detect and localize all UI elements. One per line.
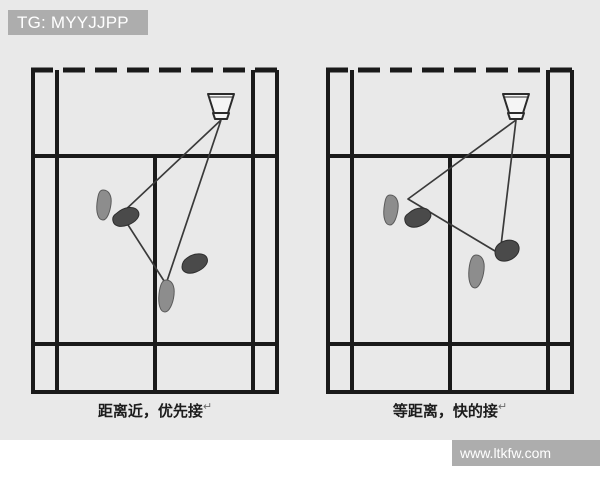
footprint-dark (181, 253, 208, 274)
court-diagram-left: 距离近，优先接↵ (25, 62, 285, 420)
trajectory-lines (120, 119, 222, 285)
shuttlecock-icon (502, 93, 530, 120)
caption-left-text: 距离近，优先接 (97, 402, 203, 420)
player-back-right-footprints (158, 253, 208, 313)
caption-left: 距离近，优先接↵ (25, 400, 285, 421)
player-back-right-footprints (468, 239, 520, 289)
illustration-panel: 距离近，优先接↵ (0, 0, 600, 440)
caption-left-mark: ↵ (202, 400, 213, 413)
footprint-light (383, 194, 399, 226)
player-front-left-footprints (383, 194, 432, 228)
distance-triangle (120, 119, 222, 285)
court-diagram-right: 等距离，快的接↵ (320, 62, 580, 420)
source-badge: TG: MYYJJPP (8, 10, 148, 35)
caption-right-text: 等距离，快的接 (392, 402, 498, 420)
caption-right-mark: ↵ (497, 400, 508, 413)
court-svg-right (320, 62, 580, 402)
footprint-dark (404, 207, 432, 228)
footprint-light (158, 279, 175, 313)
court-svg-left (25, 62, 285, 402)
trajectory-lines (407, 119, 517, 255)
watermark-label: www.ltkfw.com (452, 440, 600, 466)
distance-triangle (407, 119, 517, 255)
caption-right: 等距离，快的接↵ (320, 400, 580, 421)
shuttlecock-icon (207, 93, 235, 120)
footprint-light (468, 254, 485, 289)
footprint-dark (494, 239, 520, 262)
player-front-left-footprints (96, 189, 140, 227)
footprint-light (96, 189, 112, 221)
footprint-dark (112, 207, 140, 227)
